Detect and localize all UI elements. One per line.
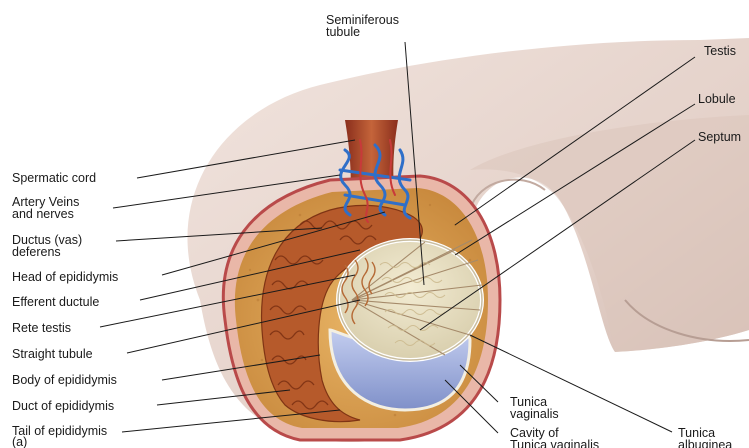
- label-panel-letter: (a): [12, 436, 27, 448]
- label-straight-tubule: Straight tubule: [12, 348, 93, 360]
- label-body-of-epididymis: Body of epididymis: [12, 374, 117, 386]
- label-ductus-deferens: Ductus (vas) deferens: [12, 234, 82, 258]
- label-septum: Septum: [698, 131, 741, 143]
- label-rete-testis: Rete testis: [12, 322, 71, 334]
- label-tunica-vaginalis: Tunica vaginalis: [510, 396, 559, 420]
- label-spermatic-cord: Spermatic cord: [12, 172, 96, 184]
- label-testis: Testis: [704, 45, 736, 57]
- label-seminiferous-tubule: Seminiferous tubule: [326, 14, 399, 38]
- label-efferent-ductule: Efferent ductule: [12, 296, 99, 308]
- label-duct-of-epididymis: Duct of epididymis: [12, 400, 114, 412]
- label-lobule: Lobule: [698, 93, 736, 105]
- label-artery-veins-nerves: Artery Veins and nerves: [12, 196, 79, 220]
- label-cavity-of-tunica-vaginalis: Cavity of Tunica vaginalis: [510, 427, 599, 448]
- label-head-of-epididymis: Head of epididymis: [12, 271, 118, 283]
- label-tunica-albuginea: Tunica albuginea: [678, 427, 732, 448]
